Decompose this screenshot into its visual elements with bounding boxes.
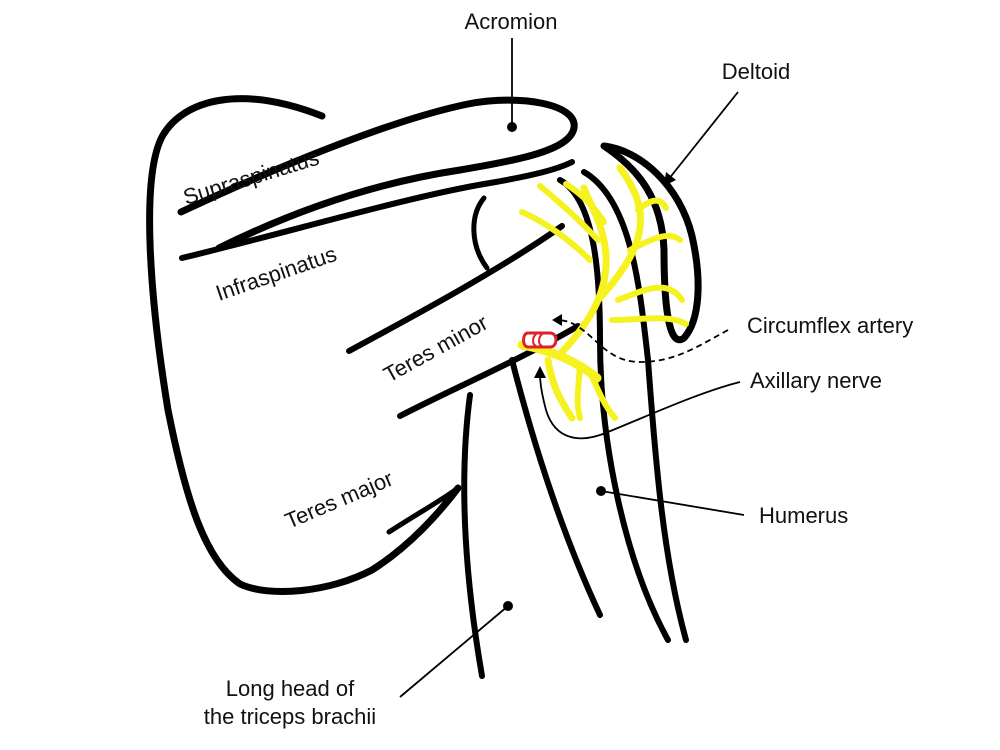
circumflex-artery-marker [522, 331, 558, 349]
humerus-shaft-left [557, 177, 671, 643]
nerve-deltoid-branch-4 [635, 197, 669, 213]
teres-minor-upper-edge [346, 223, 565, 354]
axillary-nerve-branches [517, 164, 689, 422]
supraspinatus-ridge [179, 159, 575, 261]
axillary-nerve-arrowhead [534, 366, 546, 378]
label-long-head-line1: Long head of [226, 676, 355, 701]
deltoid-shape [600, 142, 702, 344]
nerve-posterior-branch-2 [574, 363, 583, 421]
label-infraspinatus: Infraspinatus [212, 241, 339, 306]
label-supraspinatus: Supraspinatus [180, 145, 322, 210]
nerve-left-spray [519, 209, 593, 263]
artery-ring-1 [532, 333, 537, 347]
nerve-left-spray-2 [537, 183, 601, 243]
scapula-outline [146, 95, 462, 595]
label-humerus: Humerus [759, 503, 848, 528]
nerve-left-spray-3 [563, 181, 607, 225]
humerus-dot [596, 486, 606, 496]
triceps-long-head-right [509, 357, 603, 618]
triceps-long-head-left [461, 392, 485, 679]
triceps-dot [503, 601, 513, 611]
triceps-leader [399, 605, 509, 698]
acromion-dot [507, 122, 517, 132]
label-acromion: Acromion [465, 9, 558, 34]
humerus-leader [600, 490, 745, 516]
deltoid-arrowhead [664, 172, 676, 186]
nerve-deltoid-branch [594, 164, 644, 304]
nerve-lower-branch [544, 356, 576, 422]
teres-major-edge [386, 485, 461, 535]
deltoid-leader [667, 91, 739, 181]
circumflex-leader [555, 319, 729, 363]
nerve-deltoid-branch-5 [609, 315, 689, 327]
label-long-head-line2: the triceps brachii [204, 704, 376, 729]
humerus-shaft-right [581, 169, 689, 643]
nerve-posterior-branch [587, 369, 618, 421]
artery-ring-2 [538, 333, 543, 347]
label-teres-minor: Teres minor [379, 310, 492, 388]
infraspinatus-fold [471, 195, 490, 271]
axillary-nerve-leader [539, 373, 741, 440]
label-circumflex-artery: Circumflex artery [747, 313, 913, 338]
label-axillary-nerve: Axillary nerve [750, 368, 882, 393]
nerve-deltoid-branch-2 [627, 232, 683, 253]
label-deltoid: Deltoid [722, 59, 790, 84]
acromion-shape [177, 96, 578, 252]
nerve-deltoid-branch-3 [615, 284, 685, 303]
label-teres-major: Teres major [281, 466, 397, 534]
circumflex-arrowhead [552, 314, 562, 326]
